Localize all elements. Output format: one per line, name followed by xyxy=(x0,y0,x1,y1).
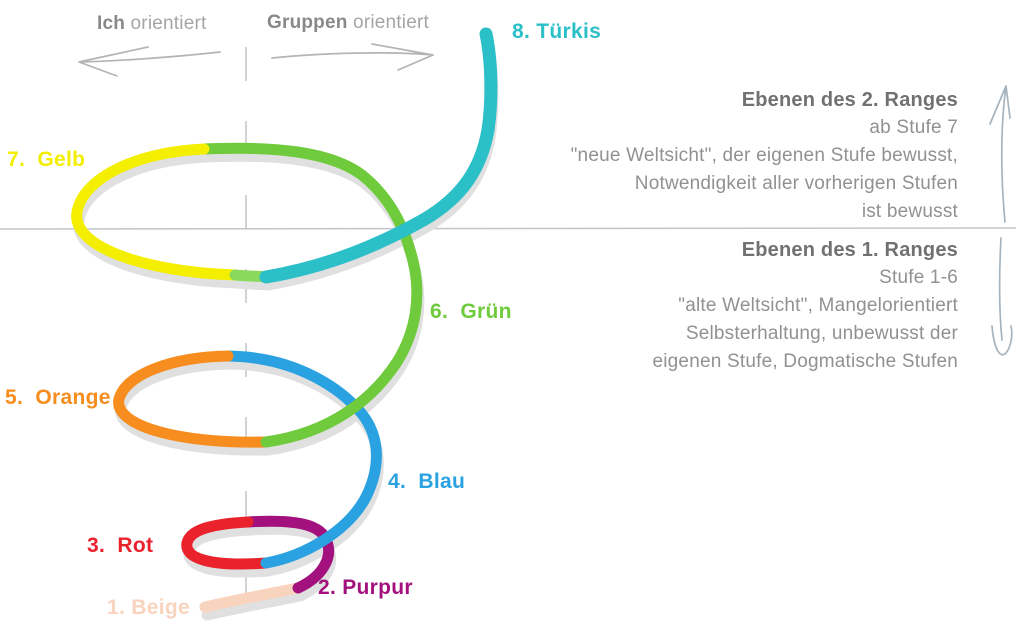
second-range-title: Ebenen des 2. Ranges xyxy=(741,89,958,111)
down-arrow-icon xyxy=(991,237,1013,356)
spiral-shadow xyxy=(73,36,499,621)
second-range-line: ab Stufe 7 xyxy=(869,117,958,138)
orientation-arrows xyxy=(78,43,434,77)
spiral xyxy=(71,27,498,613)
stage-label-8-tuerkis: 8. Türkis xyxy=(512,20,602,43)
stage-label-3-rot: 3. Rot xyxy=(87,534,154,557)
first-range-title: Ebenen des 1. Ranges xyxy=(741,239,958,261)
spiral-segment-gelb xyxy=(71,143,241,281)
gruppen-orientiert-rest: orientiert xyxy=(347,12,429,33)
right-arrow-icon xyxy=(271,43,434,71)
second-range-line: "neue Weltsicht", der eigenen Stufe bewu… xyxy=(570,145,958,166)
stage-label-7-gelb: 7. Gelb xyxy=(7,148,86,171)
stage-label-4-blau: 4. Blau xyxy=(388,470,466,493)
ich-orientiert-bold: Ich xyxy=(97,13,126,34)
stage-label-1-beige: 1. Beige xyxy=(107,596,190,619)
up-arrow-icon xyxy=(989,85,1011,223)
second-range-panel: Ebenen des 2. Ranges ab Stufe 7 "neue We… xyxy=(571,86,958,226)
spiral-segment-gruen xyxy=(198,142,423,448)
gruppen-orientiert-bold: Gruppen xyxy=(267,12,348,33)
gruppen-orientiert-label: Gruppen orientiert xyxy=(267,12,429,34)
first-range-line: eigenen Stufe, Dogmatische Stufen xyxy=(652,351,958,372)
range-arrows xyxy=(989,85,1013,356)
first-range-line: "alte Weltsicht", Mangelorientiert xyxy=(678,295,958,316)
spiral-segment-beige xyxy=(199,582,304,613)
first-range-panel: Ebenen des 1. Ranges Stufe 1-6 "alte Wel… xyxy=(652,236,958,376)
stage-label-5-orange: 5. Orange xyxy=(5,386,111,409)
stage-label-2-purpur: 2. Purpur xyxy=(318,576,413,599)
stage-label-6-gruen: 6. Grün xyxy=(430,300,512,323)
first-range-line: Stufe 1-6 xyxy=(879,267,958,288)
ich-orientiert-rest: orientiert xyxy=(125,13,207,34)
spiral-segment-tuerkis xyxy=(259,27,498,284)
range-divider-line xyxy=(0,227,1017,230)
second-range-line: Notwendigkeit aller vorherigen Stufen xyxy=(634,173,958,194)
spiral-segment-orange xyxy=(113,350,272,448)
spiral-segment-rot xyxy=(181,516,272,570)
spiral-segment-blau xyxy=(222,350,382,569)
left-arrow-icon xyxy=(78,46,221,77)
first-range-line: Selbsterhaltung, unbewusst der xyxy=(685,323,958,344)
ich-orientiert-label: Ich orientiert xyxy=(97,13,206,35)
second-range-line: ist bewusst xyxy=(861,201,958,222)
